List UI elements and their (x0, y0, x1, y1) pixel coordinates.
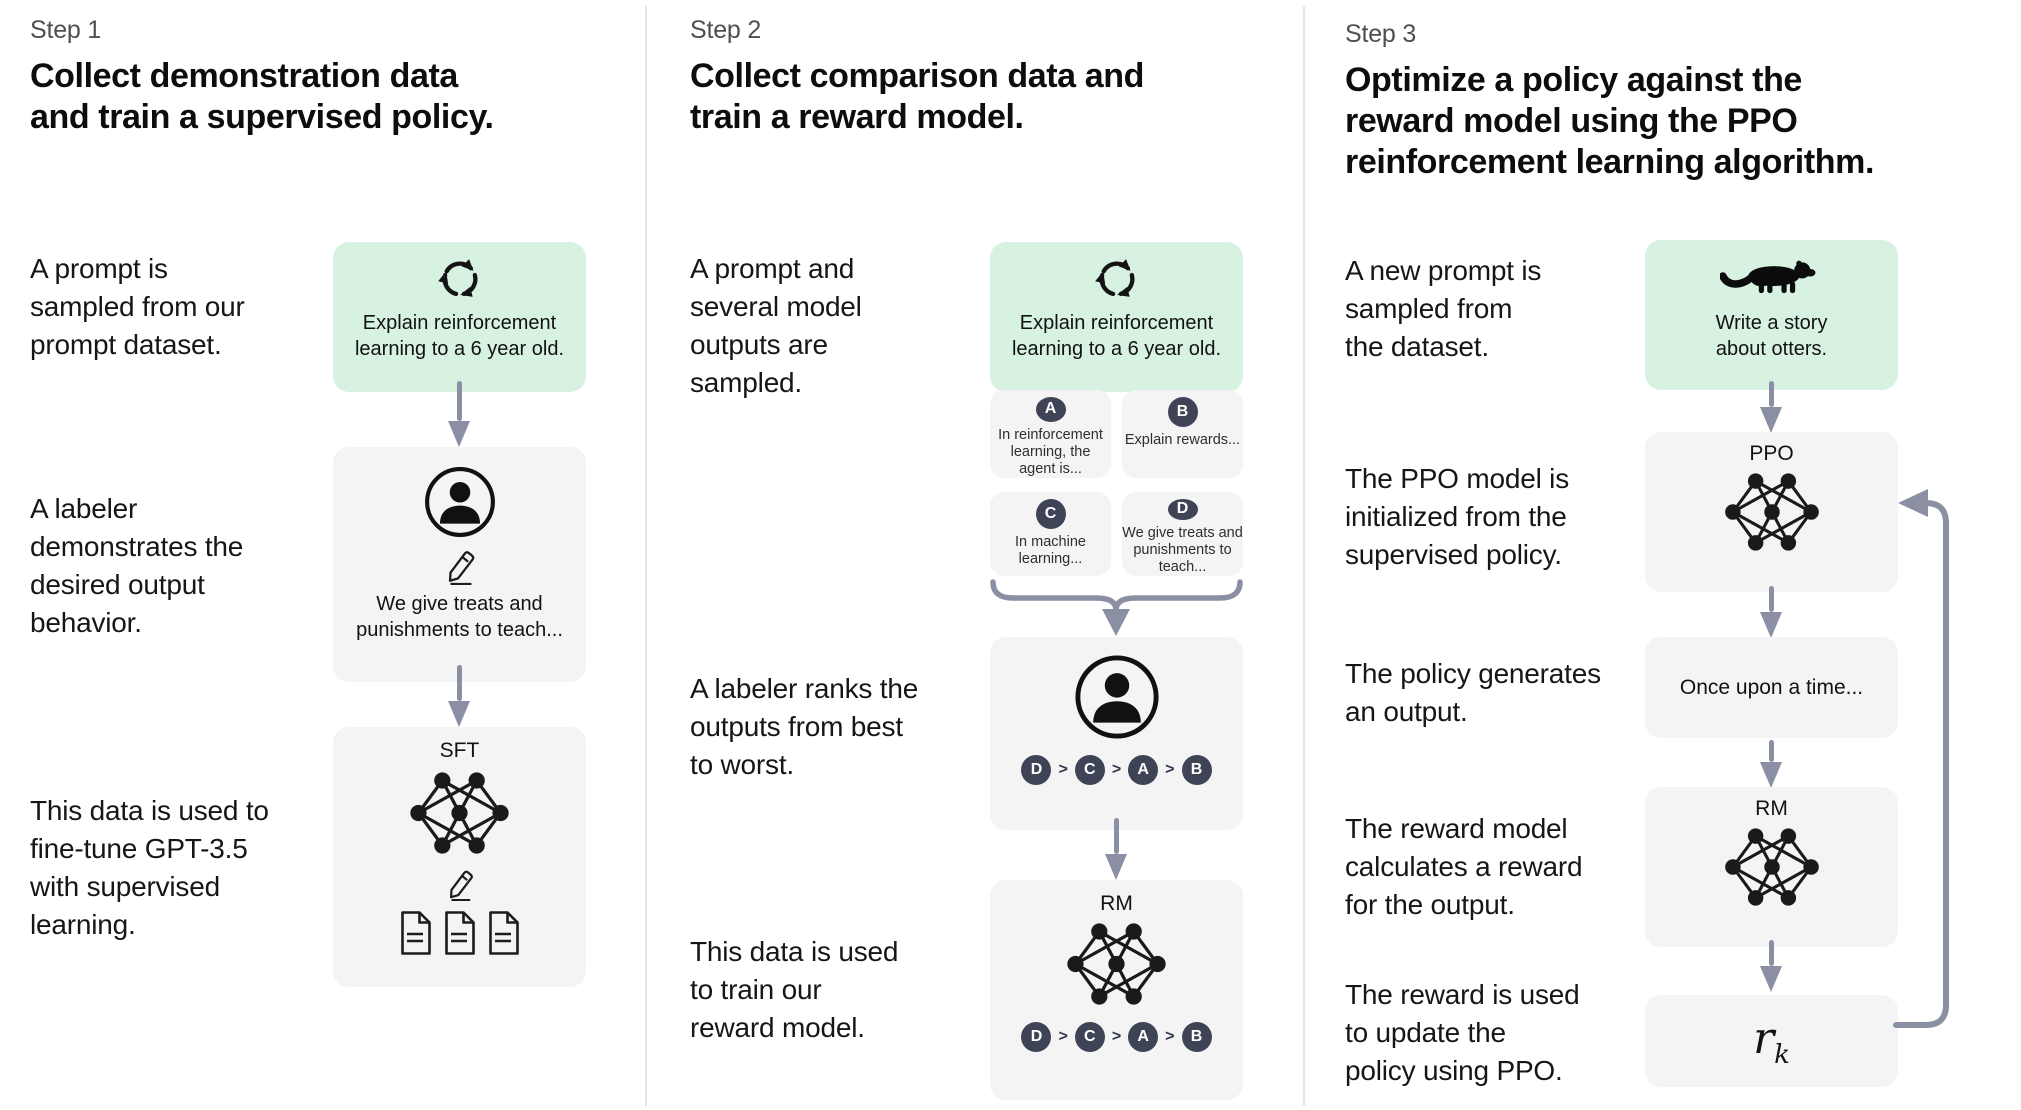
ranking: D > C > A > B (1021, 755, 1212, 785)
caption: A prompt and several model outputs are s… (690, 253, 862, 399)
step-3-title: Optimize a policy against the reward mod… (1345, 61, 1875, 181)
ppo-box: PPO (1645, 432, 1898, 592)
ppo-label: PPO (1749, 442, 1794, 465)
reward-symbol: rk (1753, 1012, 1790, 1070)
ranking-box: D > C > A > B (990, 637, 1243, 830)
rm-box: RM D > C > A > B (990, 880, 1243, 1100)
step-2-title: Collect comparison data and train a rewa… (690, 57, 1144, 136)
network-icon (407, 769, 512, 857)
documents-icon (400, 911, 519, 957)
feedback-loop-arrow (1880, 480, 1980, 1040)
output-card-a: A In reinforcement learning, the agent i… (990, 390, 1111, 478)
output-card-d: D We give treats and punishments to teac… (1122, 492, 1243, 576)
step-2-label: Step 2 (690, 16, 762, 44)
rank-badge: A (1128, 755, 1159, 785)
caption: This data is used to train our reward mo… (690, 936, 899, 1044)
output-text: We give treats and punishments to teach.… (1122, 524, 1243, 575)
network-icon (1722, 470, 1822, 554)
output-badge: A (1035, 397, 1066, 422)
cycle-icon (1094, 256, 1140, 302)
output-card-b: B Explain rewards... (1122, 390, 1243, 478)
step-1-label: Step 1 (30, 16, 102, 44)
rank-badge: B (1181, 755, 1212, 785)
down-arrow (1759, 381, 1783, 433)
network-icon (1722, 825, 1822, 909)
person-icon (1073, 653, 1161, 741)
down-arrow (1759, 740, 1783, 788)
rank-badge: C (1074, 1022, 1105, 1052)
rank-separator: > (1165, 1028, 1175, 1045)
rank-badge: B (1181, 1022, 1212, 1052)
down-arrow (1759, 940, 1783, 992)
rank-separator: > (1111, 1028, 1122, 1045)
output-text: In machine learning... (1015, 534, 1086, 568)
policy-output-box: Once upon a time... (1645, 637, 1898, 738)
prompt-text: Explain reinforcement learning to a 6 ye… (354, 312, 565, 360)
caption: A labeler demonstrates the desired outpu… (30, 493, 244, 639)
rank-separator: > (1058, 1028, 1068, 1045)
rank-separator: > (1058, 761, 1068, 778)
sft-box: SFT (333, 727, 586, 987)
step-1-title: Collect demonstration data and train a s… (30, 57, 494, 136)
caption: This data is used to fine-tune GPT-3.5 w… (30, 795, 269, 941)
prompt-box: Write a story about otters. (1645, 240, 1898, 390)
rank-badge: C (1074, 755, 1105, 785)
rank-badge: A (1128, 1022, 1159, 1052)
output-badge: B (1167, 397, 1198, 427)
pencil-icon (443, 547, 477, 585)
down-arrow (447, 665, 471, 727)
output-text: In reinforcement learning, the agent is.… (998, 426, 1103, 477)
down-arrow (1104, 818, 1128, 880)
caption: The policy generates an output. (1345, 658, 1601, 728)
caption: A prompt is sampled from our prompt data… (30, 253, 245, 361)
rank-badge: D (1021, 755, 1052, 785)
labeler-demo-text: We give treats and punishments to teach.… (356, 593, 563, 641)
brace-merge-arrow (985, 576, 1248, 640)
reward-box: rk (1645, 995, 1898, 1087)
rank-separator: > (1111, 761, 1122, 778)
output-badge: C (1035, 499, 1066, 529)
caption: A new prompt is sampled from the dataset… (1345, 255, 1542, 363)
column-divider (1303, 6, 1305, 1106)
caption: The PPO model is initialized from the su… (1345, 463, 1569, 571)
network-icon (1064, 920, 1169, 1008)
down-arrow (1759, 586, 1783, 638)
rm-label: RM (1100, 892, 1133, 915)
caption: A labeler ranks the outputs from best to… (690, 673, 919, 781)
ranking: D > C > A > B (1021, 1022, 1212, 1052)
caption: The reward is used to update the policy … (1345, 979, 1580, 1087)
policy-output-text: Once upon a time... (1679, 675, 1864, 699)
output-text: Explain rewards... (1124, 432, 1241, 448)
column-divider (645, 6, 647, 1106)
prompt-text: Explain reinforcement learning to a 6 ye… (1011, 312, 1222, 360)
step-3-label: Step 3 (1345, 20, 1417, 48)
sft-label: SFT (439, 739, 480, 762)
rm-label: RM (1755, 797, 1788, 820)
prompt-box: Explain reinforcement learning to a 6 ye… (990, 242, 1243, 392)
prompt-text: Write a story about otters. (1715, 312, 1828, 360)
labeler-box: We give treats and punishments to teach.… (333, 447, 586, 682)
output-badge: D (1167, 499, 1198, 520)
cycle-icon (437, 256, 483, 302)
down-arrow (447, 381, 471, 447)
output-card-c: C In machine learning... (990, 492, 1111, 576)
rank-separator: > (1165, 761, 1175, 778)
rank-badge: D (1021, 1022, 1052, 1052)
rm-box: RM (1645, 787, 1898, 947)
pencil-icon (445, 867, 475, 901)
person-icon (423, 465, 497, 539)
otter-icon (1719, 252, 1824, 302)
prompt-box: Explain reinforcement learning to a 6 ye… (333, 242, 586, 392)
caption: The reward model calculates a reward for… (1345, 813, 1583, 921)
